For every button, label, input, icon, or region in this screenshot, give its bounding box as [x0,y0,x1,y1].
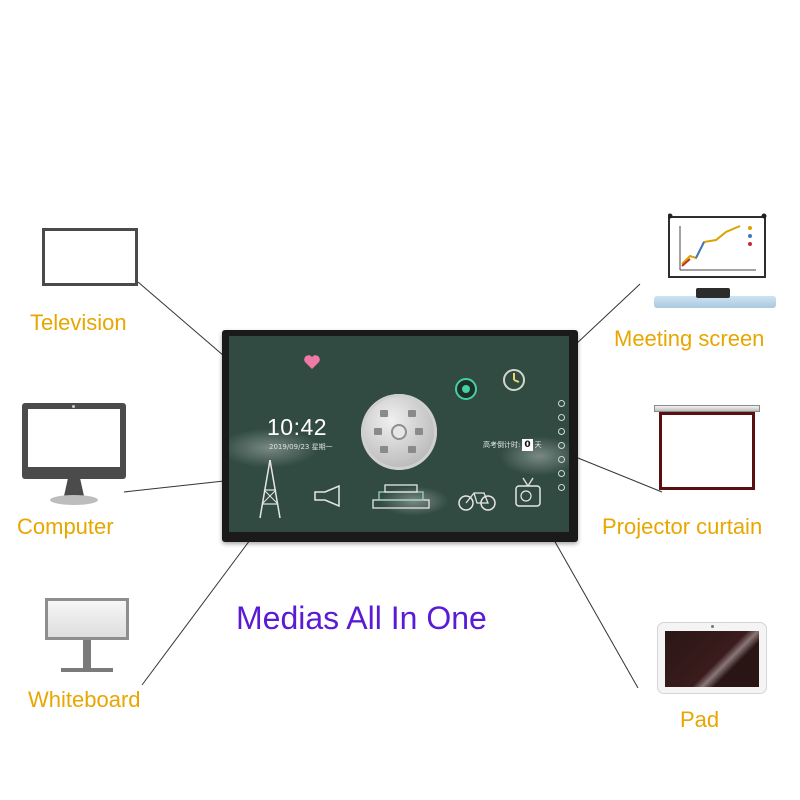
pad-icon [657,622,767,694]
dial-center-button[interactable] [391,424,407,440]
side-tool-button[interactable] [558,456,565,463]
meeting-screen-label: Meeting screen [614,326,765,351]
diagram-caption: Medias All In One [236,600,487,636]
projector-curtain-label: Projector curtain [602,514,763,539]
books-icon [372,484,430,509]
app-dial-menu[interactable] [361,394,437,470]
tower-icon [259,460,281,519]
tv-doodle-icon [515,477,541,507]
board-date: 2019/09/23 星期一 [269,443,333,451]
television-icon [42,228,138,286]
heart-icon [304,355,320,369]
connector-computer [123,480,225,493]
side-tool-button[interactable] [558,470,565,477]
alarm-clock-icon [503,369,525,391]
pad-label: Pad [680,707,720,732]
television-label: Television [30,310,127,335]
connector-meeting-screen [574,283,641,346]
timer-icon[interactable] [455,378,477,400]
megaphone-icon [314,484,340,508]
connector-pad [553,539,639,689]
side-tool-button[interactable] [558,484,565,491]
bicycle-icon [458,492,496,511]
connector-projector-curtain [577,457,663,493]
connector-whiteboard [141,539,251,686]
board-time: 10:42 [267,414,328,440]
side-tool-button[interactable] [558,414,565,421]
computer-label: Computer [17,514,114,539]
side-tool-button[interactable] [558,400,565,407]
side-tool-button[interactable] [558,442,565,449]
connector-television [137,281,225,357]
whiteboard-label: Whiteboard [28,687,141,712]
side-tool-button[interactable] [558,428,565,435]
